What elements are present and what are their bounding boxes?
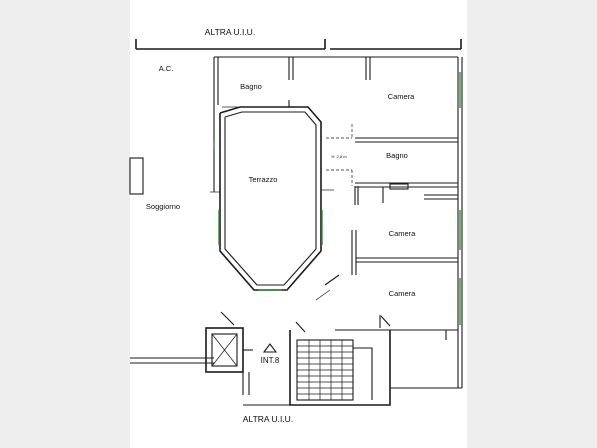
room-label-soggiorno: Soggiorno [146,202,180,211]
entrance-triangle-icon [262,343,278,353]
bottom-boundary-wall [243,387,462,406]
bottom-neighbor-label: ALTRA U.I.U. [243,414,293,424]
unit-label: INT.8 [261,356,280,365]
middle-bagno-walls [326,169,458,205]
top-neighbor-label: ALTRA U.I.U. [205,27,255,37]
upper-rooms-walls [213,56,458,192]
staircase [289,315,391,406]
right-exterior-wall [457,57,463,388]
elevator-shaft [205,311,253,395]
soggiorno-walls [129,157,214,364]
room-label-camera-3: Camera [389,289,417,298]
terrazzo-outline [210,106,334,291]
room-label-bagno-top: Bagno [240,82,262,91]
room-label-camera-1: Camera [388,92,416,101]
top-boundary-wall [135,39,462,50]
camera-rooms-walls [315,230,458,340]
room-label-bagno-mid: Bagno [386,151,408,160]
room-label-camera-2: Camera [389,229,417,238]
height-note: H. 2,8 m [331,154,347,159]
floor-plan-sheet [130,0,467,448]
ac-label: A.C. [159,64,174,73]
room-label-terrazzo: Terrazzo [249,175,278,184]
